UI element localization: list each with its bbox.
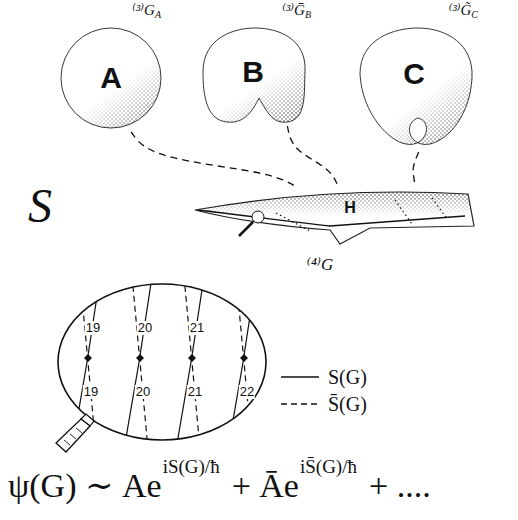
contour-number: 19 [83, 385, 99, 399]
magnifying-lens [20, 276, 266, 452]
geometry-label: A [155, 9, 161, 20]
contour-number: 20 [137, 321, 153, 335]
small-lens [252, 211, 264, 223]
three-geometry-blob-outline [360, 28, 472, 144]
projection-connector [287, 126, 338, 186]
geometry-label: ⁽³⁾GA [132, 2, 161, 18]
geometry-label: B [305, 9, 311, 20]
worldline-4geometry [198, 210, 465, 226]
contour-number: 21 [187, 385, 203, 399]
three-geometry-blob: ⁽³⁾ḠBB [195, 2, 315, 126]
solid-contour [20, 276, 48, 449]
dashed-contour [236, 276, 252, 449]
legend-line-sample [280, 371, 320, 383]
formula-term: + Āe [232, 466, 299, 505]
projection-connector [131, 132, 295, 186]
four-geometry-label: ⁽⁴⁾G [307, 254, 334, 275]
legend-line-sample [281, 403, 319, 405]
dotted-line [276, 213, 310, 231]
handle-stripe [76, 428, 82, 433]
geometry-label: ⁽³⁾G̃C [449, 2, 478, 18]
contour-number: 22 [239, 385, 255, 399]
solid-contour [176, 276, 204, 449]
dashed-contours [28, 276, 252, 449]
small-lens-handle [239, 222, 253, 236]
geometry-letter: C [403, 58, 425, 90]
solid-contours [20, 276, 256, 449]
hypersurface-label: H [344, 199, 356, 217]
superspace-symbol: S [28, 178, 52, 233]
lens-handle [56, 414, 94, 452]
crossing-dot [240, 354, 248, 362]
crossing-dot [188, 354, 196, 362]
stipple-shading [61, 28, 161, 128]
three-geometry-blob-outline [61, 28, 161, 128]
superspace-sheet-outline [190, 186, 480, 248]
formula-exponent: iS̄(G)/ħ [300, 456, 357, 478]
three-geometry-blob-outline [203, 28, 305, 122]
superspace-sheet-outline [195, 192, 474, 244]
handle-stripe [64, 440, 70, 445]
solid-contour [228, 276, 256, 449]
formula-term: ψ(G) ∼ Ae [8, 466, 162, 505]
geometry-letter: A [100, 62, 122, 94]
legend-entry: S̄(G) [280, 393, 367, 415]
solid-contour [124, 276, 152, 449]
projection-connector [413, 152, 419, 186]
crossing-dot [136, 354, 144, 362]
legend-text: S̄(G) [328, 393, 367, 415]
wave-function-formula: ψ(G) ∼ AeiS(G)/ħ + ĀeiS̄(G)/ħ + .... [8, 456, 431, 505]
three-geometry-blob: ⁽³⁾GAA [55, 2, 167, 132]
formula-exponent: iS(G)/ħ [163, 456, 220, 478]
superspace-sheet: H [190, 186, 480, 248]
stipple-shading [203, 28, 305, 122]
three-geometry-blob-outline [360, 28, 472, 144]
legend-entry: S(G) [280, 366, 367, 388]
three-geometry-blob: ⁽³⁾G̃CC [350, 2, 482, 152]
handle-stripe [70, 434, 76, 439]
contour-number: 20 [135, 385, 151, 399]
legend-text: S(G) [328, 366, 367, 388]
legend-line-sample [280, 398, 320, 410]
three-geometry-blob-outline [203, 28, 305, 122]
geometry-letter: B [242, 56, 264, 88]
lens-rim [58, 284, 266, 440]
contour-number: 21 [189, 321, 205, 335]
dashed-contour [28, 276, 44, 449]
formula-term: + .... [369, 466, 431, 505]
sheet-drawing [195, 192, 474, 244]
sheet-drawing [195, 192, 474, 244]
legend-line-sample [281, 376, 319, 378]
dotted-line [395, 200, 412, 224]
three-geometry-blob-outline [61, 28, 161, 128]
dotted-line [432, 198, 448, 220]
handle-grip [56, 419, 90, 452]
crossing-dot [84, 354, 92, 362]
stipple-shading [360, 28, 472, 144]
lens-ground [58, 284, 266, 440]
superspace-sheet-outline [195, 192, 474, 244]
crossing-dots [84, 354, 248, 362]
dashed-contour [132, 276, 148, 449]
contour-number: 19 [85, 321, 101, 335]
geometry-label: ⁽³⁾ḠB [282, 2, 311, 18]
geometry-label: C [471, 9, 478, 20]
dashed-contour [184, 276, 200, 449]
